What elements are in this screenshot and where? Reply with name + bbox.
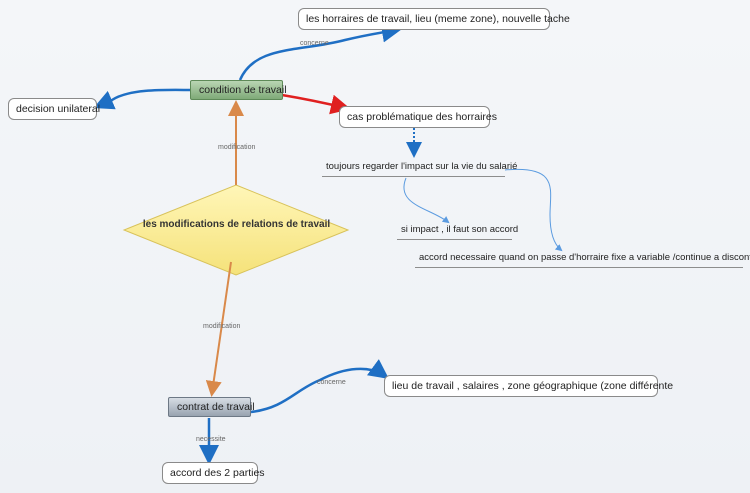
- label-concerne-top: concerne: [300, 40, 329, 47]
- link-toujours-siimpact: [403, 177, 450, 224]
- central-topic[interactable]: les modifications de relations de travai…: [142, 219, 331, 230]
- node-decision-unilateral[interactable]: decision unilateral: [8, 98, 100, 120]
- node-toujours-regarder[interactable]: toujours regarder l'impact sur la vie du…: [322, 158, 517, 177]
- node-accord-necessaire[interactable]: accord necessaire quand on passe d'horra…: [415, 249, 750, 268]
- label-necessite: necessite: [196, 436, 226, 443]
- node-si-impact[interactable]: si impact , il faut son accord: [397, 221, 518, 240]
- link-condition-horraires: [238, 22, 402, 81]
- label-modification-top: modification: [218, 144, 256, 151]
- link-toujours-accordnec: [504, 168, 563, 252]
- node-contrat-travail[interactable]: contrat de travail: [168, 397, 255, 417]
- node-lieu-travail[interactable]: lieu de travail , salaires , zone géogra…: [384, 375, 673, 397]
- label-modification-bottom: modification: [203, 323, 241, 330]
- node-horraires-travail[interactable]: les horraires de travail, lieu (meme zon…: [298, 8, 570, 30]
- link-condition-decision: [93, 88, 193, 110]
- link-central-contrat: [205, 261, 232, 397]
- link-condition-cas: [281, 93, 351, 115]
- label-concerne-bottom: concerne: [317, 379, 346, 386]
- central-diamond-shape: [122, 184, 350, 276]
- node-accord-parties[interactable]: accord des 2 parties: [162, 462, 265, 484]
- node-condition-travail[interactable]: condition de travail: [190, 80, 287, 100]
- link-contrat-lieu: [250, 359, 390, 414]
- node-cas-problematique[interactable]: cas problématique des horraires: [339, 106, 497, 128]
